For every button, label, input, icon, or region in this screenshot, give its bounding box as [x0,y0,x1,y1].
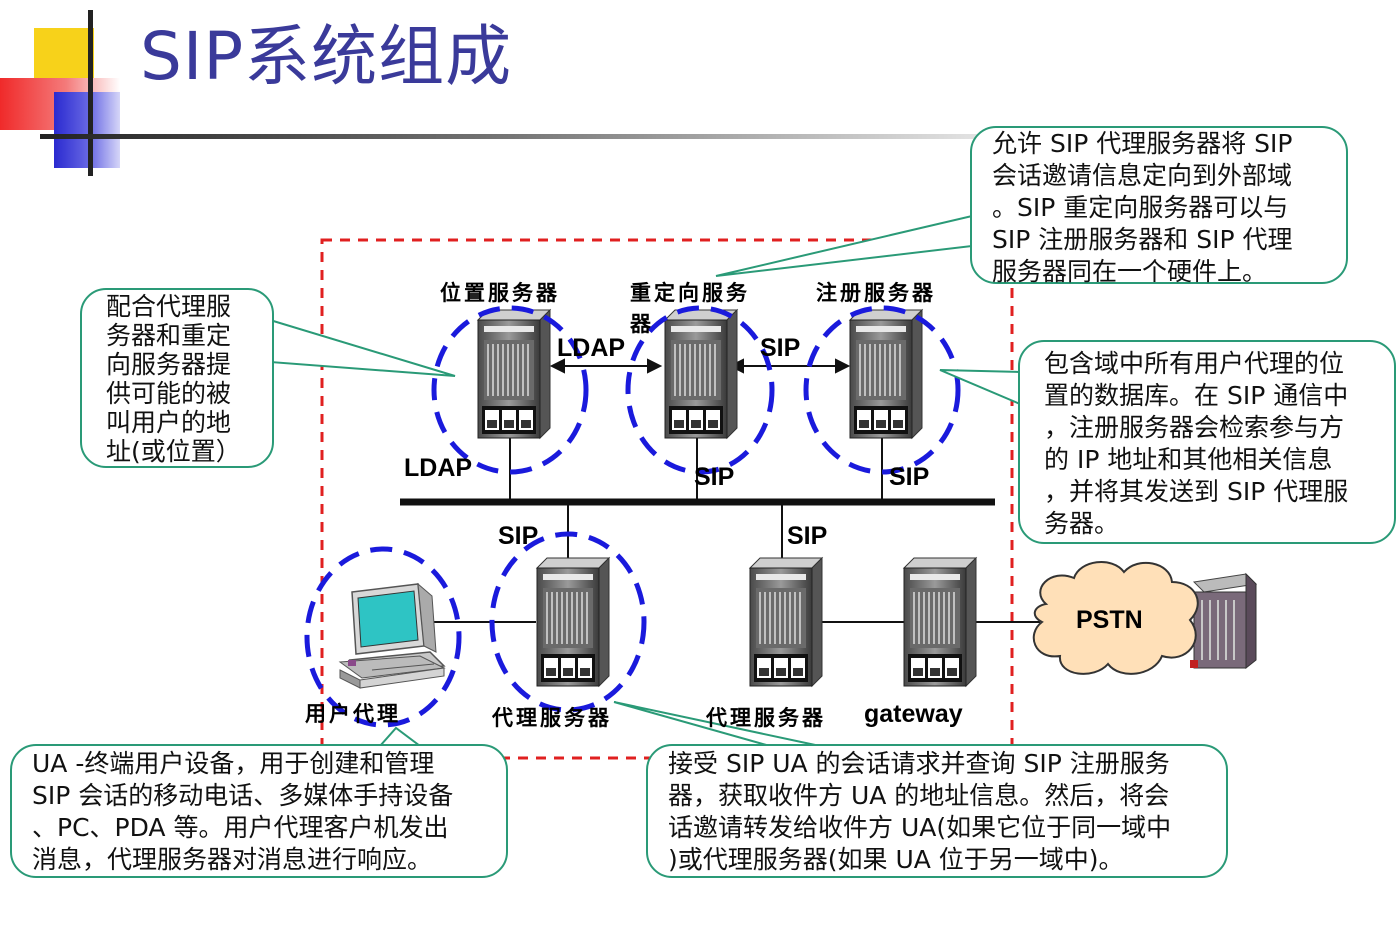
registrar-server-label: 注册服务器 [816,280,936,305]
proxy-dashed-circle [489,531,647,713]
page-title: SIP系统组成 [140,18,513,95]
ldap-double-arrow [549,358,663,374]
location-server-label: 位置服务器 [440,280,560,305]
sip-proxy-1-label: SIP [498,522,539,550]
sip-redirect-label: SIP [694,463,735,491]
corner-blue-square [54,92,120,168]
location-dashed-circle [431,305,589,475]
corner-vertical-bar [88,10,93,176]
proxy-server-2-label: 代理服务器 [706,705,826,730]
sip-proxy-2-label: SIP [787,522,828,550]
location-server-callout: 配合代理服 务器和重定 向服务器提 供可能的被 叫用户的地 址(或位置） [80,288,274,468]
pstn-label: PSTN [1076,606,1143,634]
user-agent-callout: UA -终端用户设备，用于创建和管理 SIP 会话的移动电话、多媒体手持设备 、… [10,744,508,878]
user-agent-label: 用户代理 [305,701,401,726]
proxy-server-callout: 接受 SIP UA 的会话请求并查询 SIP 注册服务 器，获取收件方 UA 的… [646,744,1228,878]
gateway-label: gateway [864,700,963,728]
computer-icon [338,582,446,689]
redirect-server-callout: 允许 SIP 代理服务器将 SIP 会话邀请信息定向到外部域 。SIP 重定向服… [970,126,1348,286]
redirect-callout-pointer [715,214,973,277]
registrar-dashed-circle [803,305,961,475]
proxy-server-1-icon [536,557,610,687]
proxy-server-1-label: 代理服务器 [492,705,612,730]
sip-registrar-label: SIP [889,463,930,491]
proxy-server-2-icon [749,557,823,687]
sip-link-label: SIP [760,334,801,362]
registrar-server-callout: 包含域中所有用户代理的位 置的数据库。在 SIP 通信中 ，注册服务器会检索参与… [1018,340,1396,544]
ldap-link-label: LDAP [557,334,626,362]
redirect-server-label-wrap: 器 [630,311,654,336]
registrar-server-icon [849,309,923,439]
registrar-callout-pointer [939,369,1021,406]
redirect-server-label: 重定向服务 [630,280,750,305]
pstn-cabinet-icon [1190,572,1258,670]
title-underline [40,134,1100,139]
location-server-icon [477,309,551,439]
ldap-location-label: LDAP [404,454,473,482]
pstn-cloud-icon [1032,560,1199,675]
redirect-server-icon [664,309,738,439]
location-callout-pointer [269,318,456,377]
redirect-dashed-circle [625,305,775,475]
ua-dashed-circle [304,546,462,728]
gateway-icon [903,557,977,687]
